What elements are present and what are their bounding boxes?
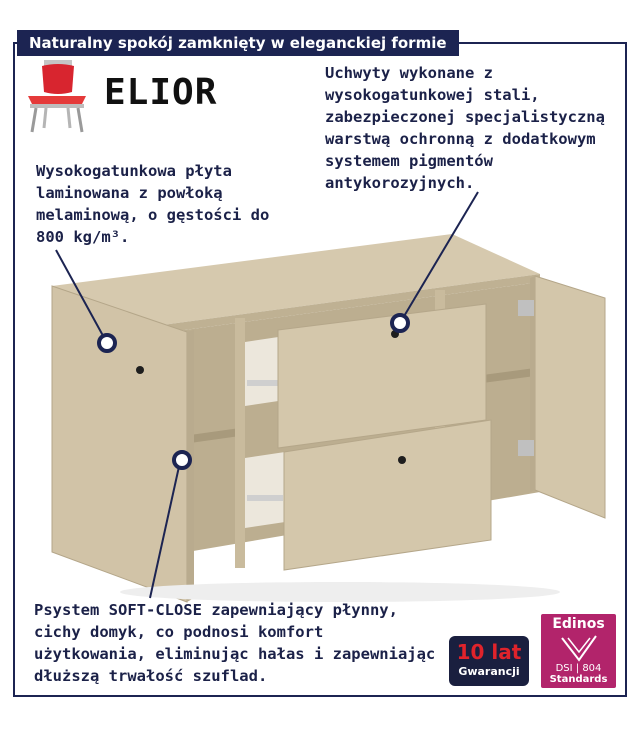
upper-slide-rail bbox=[247, 380, 283, 386]
softclose-highlight: SOFT-CLOSE bbox=[108, 601, 202, 619]
checkmark-icon bbox=[561, 635, 597, 662]
lower-drawer-front bbox=[283, 419, 492, 571]
right-door-edge bbox=[530, 276, 535, 492]
certification-badge: Edinos DSI | 804 Standards bbox=[541, 614, 616, 688]
brand-logo bbox=[22, 58, 202, 134]
left-door-knob bbox=[136, 366, 144, 374]
upper-drawer-knob bbox=[391, 330, 399, 338]
content-frame bbox=[13, 42, 627, 697]
left-door-edge bbox=[187, 330, 194, 602]
left-divider bbox=[235, 318, 245, 568]
right-door bbox=[534, 275, 606, 519]
callout-handles-text: Uchwyty wykonane z wysokogatunkowej stal… bbox=[325, 64, 605, 192]
certification-label: Standards bbox=[549, 674, 608, 685]
headline-banner: Naturalny spokój zamknięty w eleganckiej… bbox=[17, 30, 459, 56]
upper-drawer-side bbox=[245, 336, 285, 406]
cabinet-illustration bbox=[51, 234, 606, 603]
lower-drawer-side bbox=[245, 452, 285, 528]
warranty-label: Gwarancji bbox=[458, 665, 520, 678]
softclose-rest: zapewniający płynny, cichy domyk, co pod… bbox=[34, 601, 436, 685]
warranty-badge: 10 lat Gwarancji bbox=[449, 636, 529, 686]
certification-code-right: 804 bbox=[582, 663, 602, 674]
softclose-prefix: Psystem bbox=[34, 601, 109, 619]
lower-hinge-icon bbox=[518, 440, 534, 456]
red-chair-icon bbox=[28, 60, 86, 133]
upper-hinge-icon bbox=[518, 300, 534, 316]
left-door bbox=[51, 285, 188, 603]
lower-slide-rail bbox=[247, 495, 283, 501]
lower-drawer-knob bbox=[398, 456, 406, 464]
certification-title: Edinos bbox=[552, 616, 605, 632]
callout-softclose-text: Psystem SOFT-CLOSE zapewniający płynny, … bbox=[34, 599, 444, 687]
floor-shadow bbox=[120, 582, 560, 602]
certification-code-left: DSI bbox=[555, 663, 573, 674]
certification-code: DSI | 804 bbox=[555, 663, 602, 674]
warranty-number: 10 lat bbox=[456, 640, 522, 664]
callout-board-text: Wysokogatunkowa płyta laminowana z powło… bbox=[36, 162, 270, 246]
brand-name: ELIOR bbox=[104, 72, 218, 113]
